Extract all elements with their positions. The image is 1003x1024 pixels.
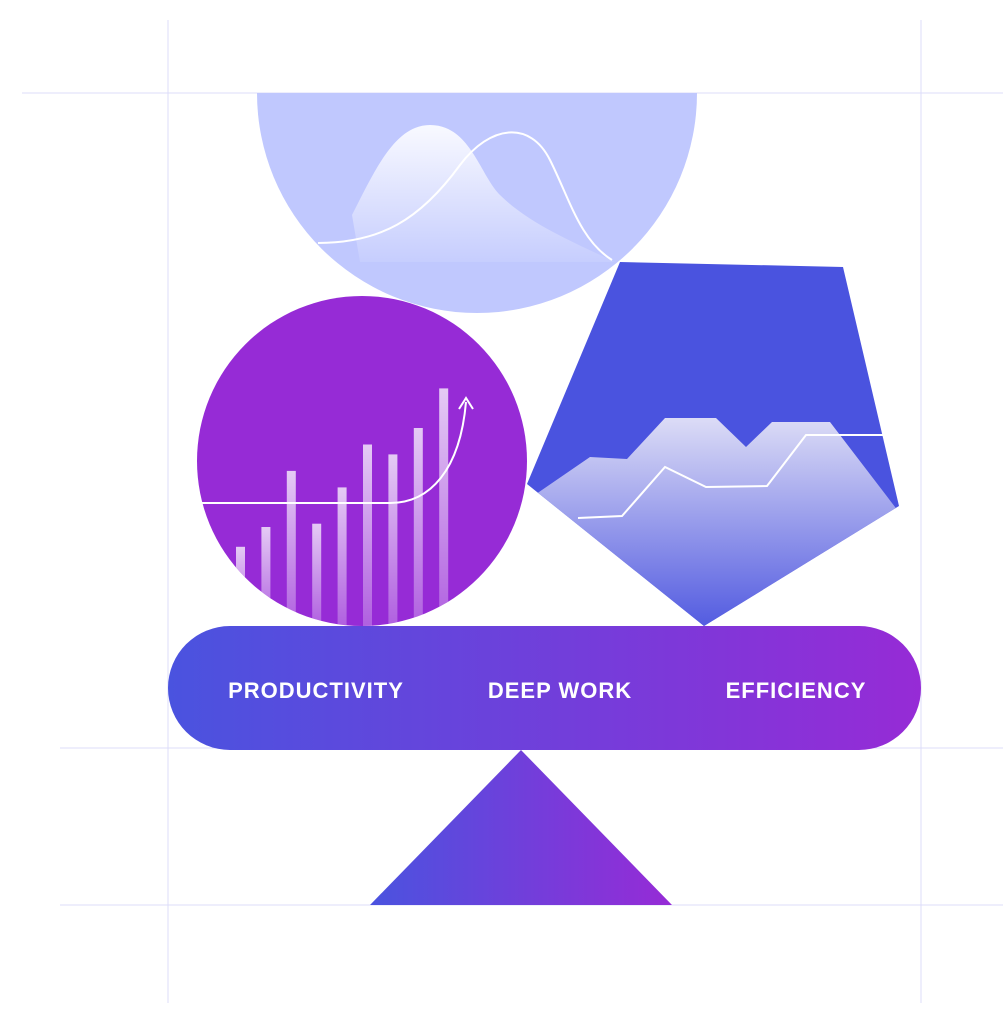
growth-line bbox=[200, 401, 467, 504]
bar bbox=[388, 454, 398, 626]
bar bbox=[236, 546, 245, 626]
arrow-up-icon bbox=[458, 396, 474, 410]
area-shape bbox=[527, 418, 899, 626]
bar bbox=[312, 523, 322, 626]
purple-circle bbox=[197, 296, 527, 626]
bell-line bbox=[317, 131, 613, 261]
bar bbox=[286, 470, 296, 626]
bar bbox=[439, 388, 449, 626]
balance-beam: PRODUCTIVITY DEEP WORK EFFICIENCY bbox=[168, 626, 921, 750]
bar bbox=[337, 487, 347, 626]
bar bbox=[413, 428, 423, 626]
label-productivity: PRODUCTIVITY bbox=[228, 678, 404, 703]
label-deep-work: DEEP WORK bbox=[488, 678, 632, 703]
area-chart-pentagon bbox=[527, 262, 899, 626]
bar-chart-circle bbox=[197, 296, 527, 626]
bar bbox=[363, 444, 372, 626]
bell-area bbox=[352, 125, 615, 262]
bar bbox=[261, 527, 271, 626]
fulcrum-triangle bbox=[370, 750, 672, 905]
beam-pill bbox=[168, 626, 921, 750]
label-efficiency: EFFICIENCY bbox=[726, 678, 867, 703]
bell-curve-half-circle bbox=[257, 93, 697, 313]
trend-line bbox=[577, 434, 883, 519]
